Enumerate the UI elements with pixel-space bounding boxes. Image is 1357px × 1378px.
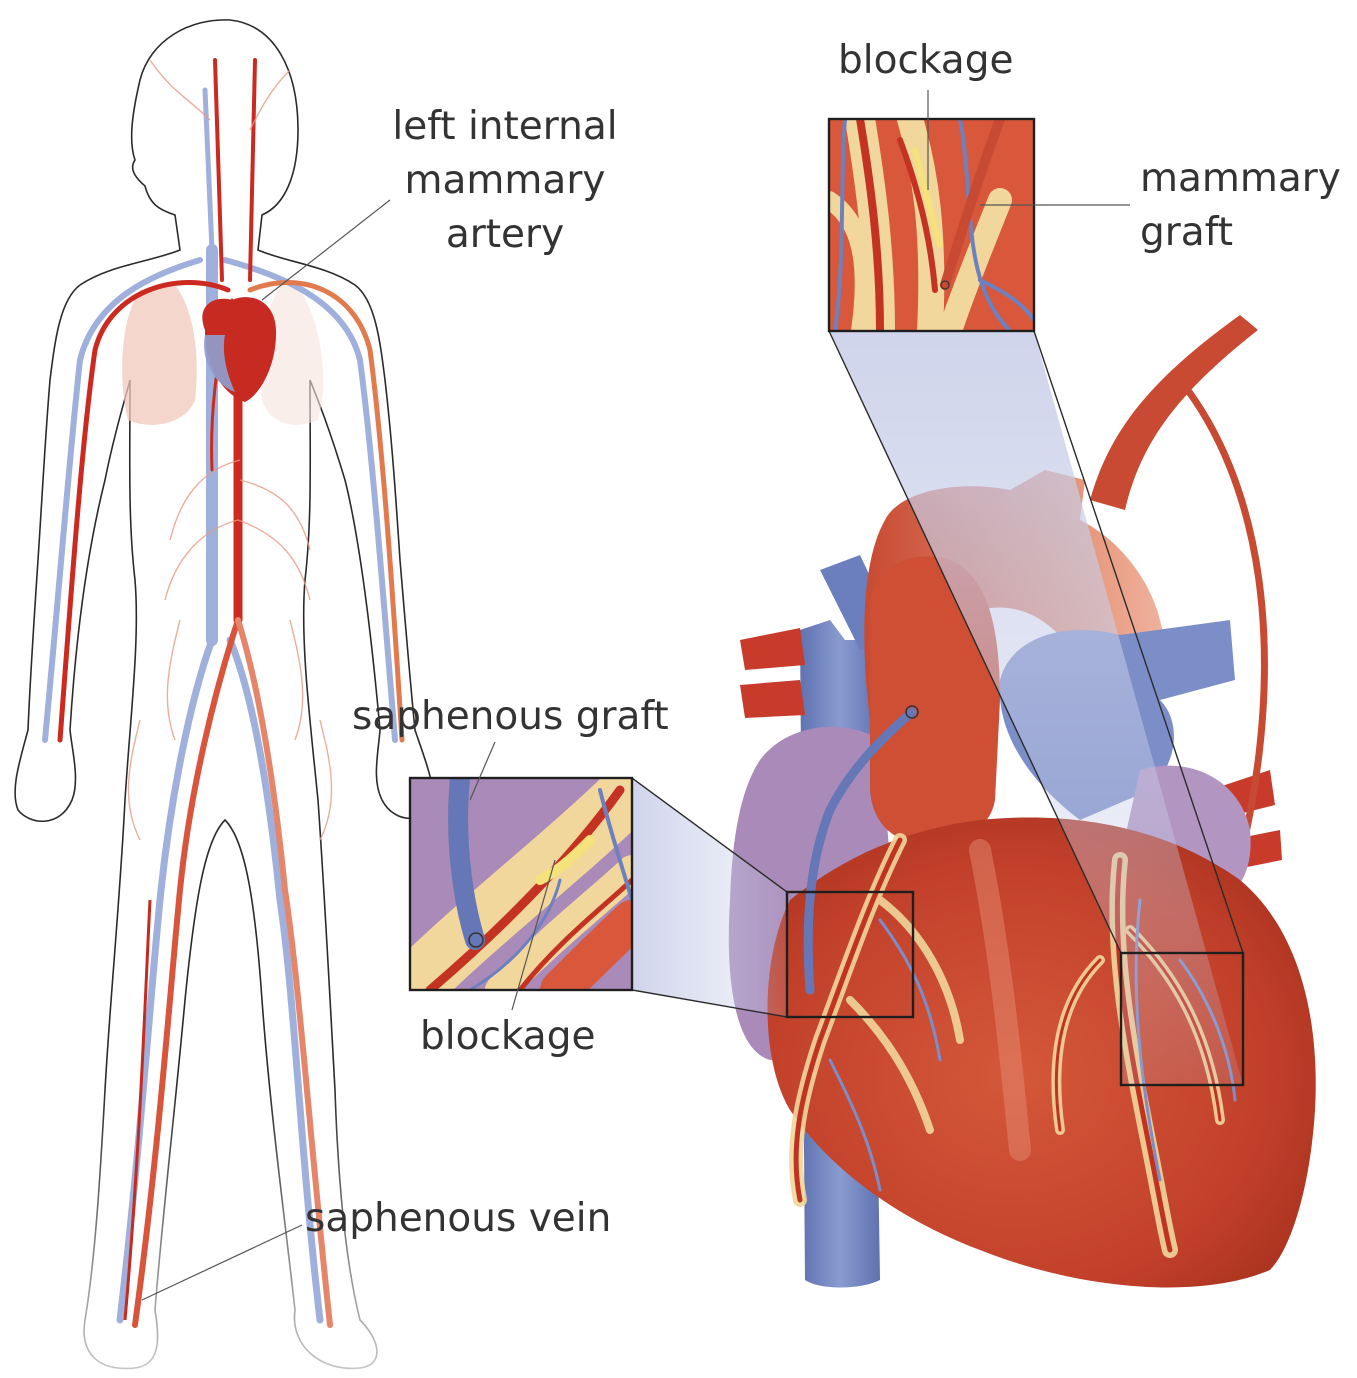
label-lima-line-1: left internal [385, 100, 625, 154]
label-mammary-graft-line-2: graft [1140, 206, 1341, 260]
label-blockage-top: blockage [838, 34, 1013, 88]
zoom-inset-mammary [829, 119, 1034, 331]
label-mammary-graft: mammary graft [1140, 152, 1341, 260]
label-mammary-graft-line-1: mammary [1140, 152, 1341, 206]
label-left-internal-mammary-artery: left internal mammary artery [385, 100, 625, 262]
label-lima-line-3: artery [385, 208, 625, 262]
zoom-inset-saphenous [410, 778, 632, 990]
lung-right [122, 285, 197, 425]
label-saphenous-graft: saphenous graft [352, 690, 669, 744]
label-saphenous-vein: saphenous vein [305, 1192, 611, 1246]
label-blockage-bottom: blockage [420, 1010, 595, 1064]
label-lima-line-2: mammary [385, 154, 625, 208]
